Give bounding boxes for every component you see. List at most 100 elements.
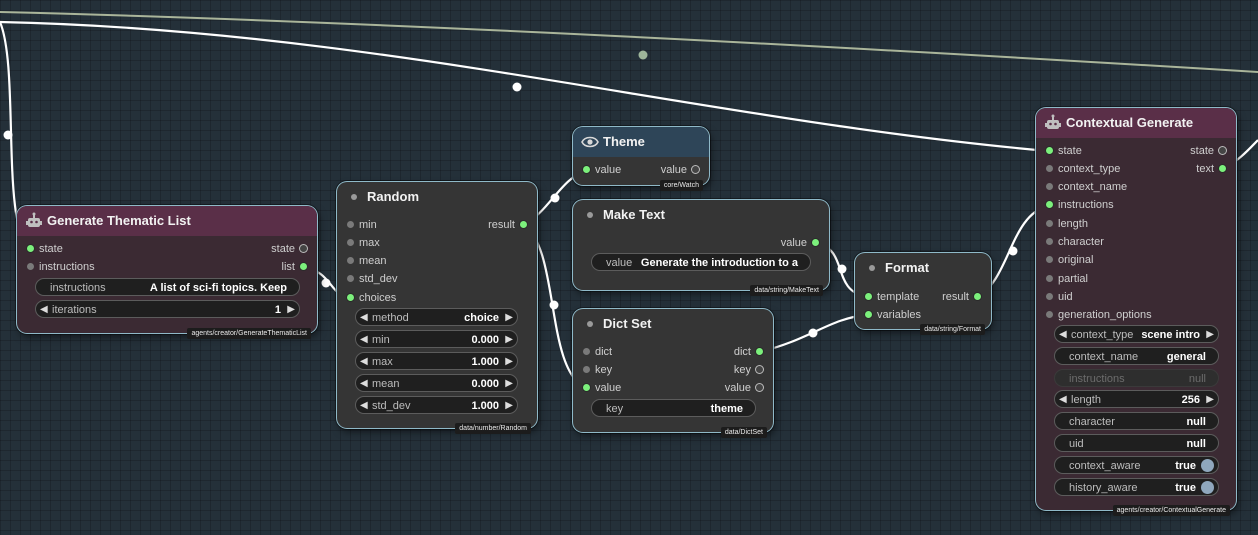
output-pin[interactable] <box>756 348 763 355</box>
input-pin[interactable] <box>347 275 354 282</box>
increment-arrow-icon[interactable]: ▶ <box>1206 329 1214 340</box>
toggle-knob-icon[interactable] <box>1201 481 1214 494</box>
input-pin[interactable] <box>27 263 34 270</box>
input-pin[interactable] <box>583 366 590 373</box>
node-contextual-generate[interactable]: Contextual Generate state context_type c… <box>1036 108 1236 516</box>
node-title: Generate Thematic List <box>47 213 191 228</box>
input-pin[interactable] <box>1046 220 1053 227</box>
decrement-arrow-icon[interactable]: ◀ <box>1059 329 1067 340</box>
input-pin[interactable] <box>583 166 590 173</box>
wire-reroute-dot-green <box>638 50 648 60</box>
robot-icon <box>26 212 42 227</box>
input-pin[interactable] <box>1046 183 1053 190</box>
decrement-arrow-icon[interactable]: ◀ <box>360 378 368 389</box>
output-pin[interactable] <box>974 293 981 300</box>
increment-arrow-icon[interactable]: ▶ <box>505 400 513 411</box>
output-pin[interactable] <box>692 166 699 173</box>
decrement-arrow-icon[interactable]: ◀ <box>40 304 48 315</box>
decrement-arrow-icon[interactable]: ◀ <box>360 400 368 411</box>
input-pin[interactable] <box>347 257 354 264</box>
instructions-text-widget[interactable]: instructions A list of sci-fi topics. Ke… <box>35 278 300 296</box>
node-type-path: data/DictSet <box>720 427 767 438</box>
input-pin[interactable] <box>1046 256 1053 263</box>
increment-arrow-icon[interactable]: ▶ <box>505 312 513 323</box>
node-theme-watch[interactable]: Theme value value core/Watch <box>573 127 709 191</box>
input-pin[interactable] <box>1046 147 1053 154</box>
decrement-arrow-icon[interactable]: ◀ <box>360 334 368 345</box>
output-pin[interactable] <box>520 221 527 228</box>
decrement-arrow-icon[interactable]: ◀ <box>360 312 368 323</box>
increment-arrow-icon[interactable]: ▶ <box>287 304 295 315</box>
increment-arrow-icon[interactable]: ▶ <box>1206 394 1214 405</box>
toggle-knob-icon[interactable] <box>1201 459 1214 472</box>
node-title-bar[interactable]: Contextual Generate <box>1036 108 1236 138</box>
node-make-text[interactable]: Make Text value value Generate the intro… <box>573 200 829 296</box>
wire-reroute-dot <box>550 193 560 203</box>
input-pin[interactable] <box>347 294 354 301</box>
decrement-arrow-icon[interactable]: ◀ <box>1059 394 1067 405</box>
output-pin[interactable] <box>812 239 819 246</box>
input-pin[interactable] <box>1046 238 1053 245</box>
input-pin[interactable] <box>583 384 590 391</box>
node-title-bar[interactable]: Generate Thematic List <box>17 206 317 236</box>
node-title-bar[interactable]: Random <box>337 182 537 212</box>
iterations-number-widget[interactable]: ◀ iterations 1 ▶ <box>35 300 300 318</box>
input-pin[interactable] <box>347 221 354 228</box>
input-pin[interactable] <box>865 311 872 318</box>
eye-icon <box>581 136 599 148</box>
increment-arrow-icon[interactable]: ▶ <box>505 356 513 367</box>
node-type-path: data/number/Random <box>455 423 531 434</box>
collapse-dot-icon[interactable] <box>351 194 357 200</box>
node-generate-thematic-list[interactable]: Generate Thematic List state instruction… <box>17 206 317 339</box>
input-pin[interactable] <box>1046 311 1053 318</box>
node-title-bar[interactable]: Make Text <box>573 200 829 230</box>
input-pin[interactable] <box>1046 293 1053 300</box>
node-format[interactable]: Format template variables result data/st… <box>855 253 991 335</box>
node-title: Dict Set <box>603 316 652 331</box>
decrement-arrow-icon[interactable]: ◀ <box>360 356 368 367</box>
input-pin[interactable] <box>1046 275 1053 282</box>
input-pin[interactable] <box>1046 201 1053 208</box>
input-pin[interactable] <box>583 348 590 355</box>
input-pin[interactable] <box>27 245 34 252</box>
node-title-bar[interactable]: Format <box>855 253 991 283</box>
output-pin[interactable] <box>300 263 307 270</box>
input-pin[interactable] <box>865 293 872 300</box>
collapse-dot-icon[interactable] <box>869 265 875 271</box>
wire-reroute-dot <box>808 328 818 338</box>
node-random[interactable]: Random min max mean std_dev choices resu… <box>337 182 537 434</box>
output-pin[interactable] <box>756 384 763 391</box>
wire-reroute-dot <box>549 300 559 310</box>
increment-arrow-icon[interactable]: ▶ <box>505 334 513 345</box>
increment-arrow-icon[interactable]: ▶ <box>505 378 513 389</box>
node-title: Theme <box>603 134 645 149</box>
wire-reroute-dot <box>1008 246 1018 256</box>
value-text-widget[interactable]: value Generate the introduction to a <box>591 253 811 271</box>
output-pin[interactable] <box>1219 165 1226 172</box>
output-pin[interactable] <box>756 366 763 373</box>
node-dict-set[interactable]: Dict Set dict key value dict key value k… <box>573 309 773 438</box>
collapse-dot-icon[interactable] <box>587 212 593 218</box>
input-pin[interactable] <box>1046 165 1053 172</box>
wire-state-backline <box>0 11 1258 73</box>
node-title-bar[interactable]: Dict Set <box>573 309 773 339</box>
output-pin[interactable] <box>1219 147 1226 154</box>
input-pin[interactable] <box>347 239 354 246</box>
collapse-dot-icon[interactable] <box>587 321 593 327</box>
node-title-bar[interactable]: Theme <box>573 127 709 157</box>
key-text-widget[interactable]: key theme <box>591 399 756 417</box>
output-pin[interactable] <box>300 245 307 252</box>
